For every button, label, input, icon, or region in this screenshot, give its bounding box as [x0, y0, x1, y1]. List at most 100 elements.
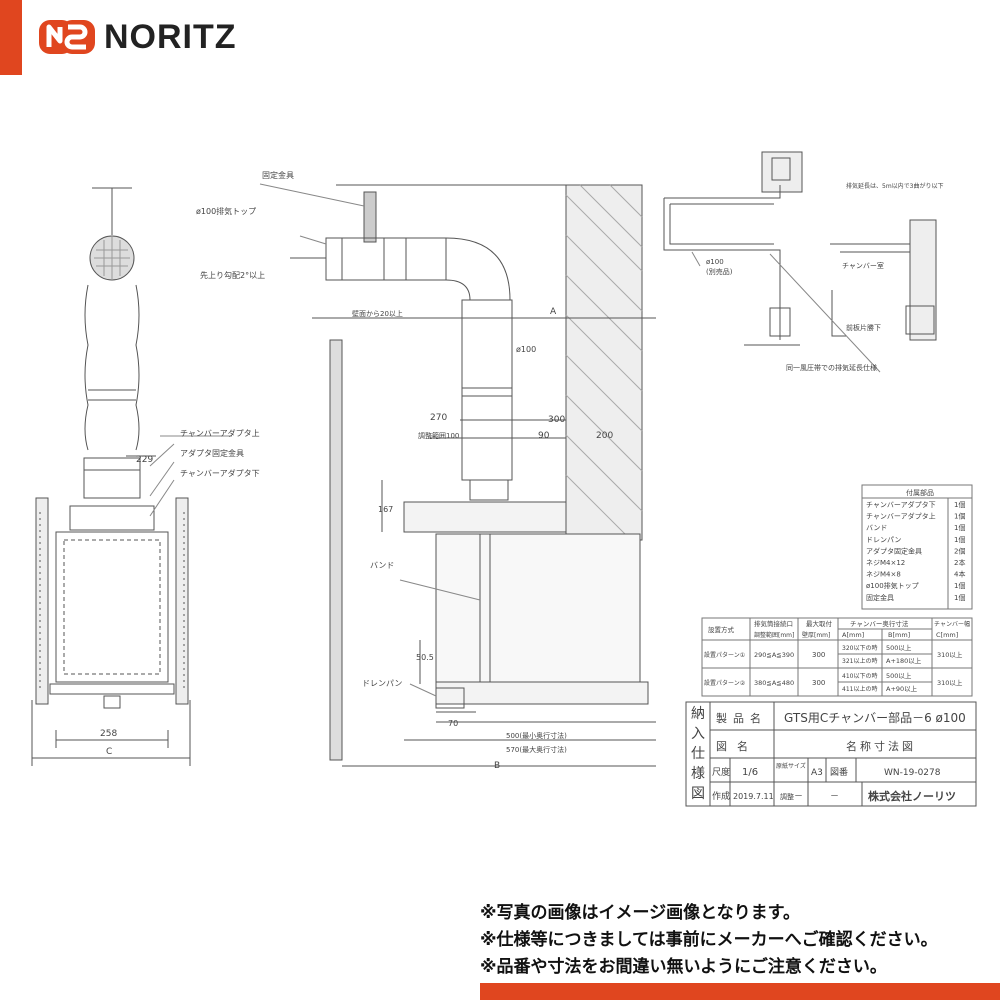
spec-header-range-top: 排気筒接続口: [754, 619, 793, 628]
spec-header-max-top: 最大取付: [806, 619, 833, 628]
parts-row-qty: 1個: [954, 535, 965, 544]
tb-drawing-name-value: 名称寸法図: [846, 739, 916, 753]
spec-row-range: 290≦A≦390: [754, 651, 794, 659]
spec-row-a: 321以上の時: [842, 657, 877, 665]
tb-paper-label: 原紙サイズ: [776, 762, 806, 770]
inset-diagrams: [663, 151, 937, 373]
spec-header-c: C[mm]: [936, 631, 958, 639]
dim-200: 200: [596, 431, 613, 441]
parts-row-name: ネジM4×12: [866, 559, 905, 567]
dim-167: 167: [378, 505, 393, 514]
dim-c: C: [106, 747, 112, 757]
notes: ※写真の画像はイメージ画像となります。 ※仕様等につきましては事前にメーカーへご…: [480, 900, 1000, 981]
dim-258: 258: [100, 729, 117, 739]
spec-row-max: 300: [812, 651, 825, 659]
parts-row-name: チャンバーアダプタ下: [866, 500, 936, 509]
tb-scale-value: 1/6: [742, 767, 758, 778]
inset-separately-sold: (別売品): [706, 267, 733, 276]
spec-row-b: 500以上: [886, 643, 912, 652]
label-wall-20: 壁面から20以上: [352, 309, 403, 318]
tb-scale-label: 尺度: [712, 766, 730, 778]
installation-drawing: チャンバーアダプタ上 アダプタ固定金具 チャンバーアダプタ下 229 258 C…: [31, 151, 977, 807]
tb-check-label: 調整: [780, 792, 794, 801]
inset-chamber-room: チャンバー室: [842, 261, 884, 270]
label-band: バンド: [370, 561, 394, 570]
label-pipe-100: ø100: [516, 345, 536, 354]
tb-dash: －: [830, 792, 839, 802]
tb-made-label: 作成: [712, 790, 730, 802]
note-line: ※仕様等につきましては事前にメーカーへご確認ください。: [480, 930, 938, 950]
spec-row-c: 310以上: [937, 678, 963, 687]
dim-a: A: [550, 307, 557, 317]
spec-header-range-bottom: 調整範囲[mm]: [754, 631, 794, 639]
tb-made-value: 2019.7.11: [733, 792, 774, 801]
noritz-logo: NORITZ: [38, 14, 237, 60]
spec-row-pattern: 設置パターン①: [704, 651, 745, 659]
parts-row-qty: 1個: [954, 593, 965, 602]
parts-row-name: ネジM4×8: [866, 571, 901, 579]
tb-number-label: 図番: [830, 766, 848, 778]
parts-row-name: アダプタ固定金具: [866, 546, 922, 555]
label-fixing-bracket: 固定金具: [262, 170, 294, 180]
tb-side-label-char: 仕: [691, 746, 705, 762]
parts-row-qty: 1個: [954, 581, 965, 590]
dim-500: 500(最小奥行寸法): [506, 731, 567, 740]
dim-300: 300: [548, 415, 565, 425]
spec-row-pattern: 設置パターン②: [704, 679, 746, 687]
spec-header-max-bottom: 壁厚[mm]: [802, 631, 830, 639]
tb-side-label-char: 図: [691, 786, 705, 802]
dim-90: 90: [538, 431, 550, 441]
label-slope: 先上り勾配2°以上: [200, 270, 265, 280]
dim-229: 229: [136, 455, 153, 465]
label-drain: ドレンパン: [362, 679, 402, 688]
spec-header-a: A[mm]: [842, 631, 864, 639]
parts-row-qty: 4本: [954, 570, 965, 579]
parts-row-name: バンド: [866, 524, 887, 532]
label-adapter-bottom: チャンバーアダプタ下: [180, 468, 260, 478]
parts-row-name: ø100排気トップ: [866, 581, 919, 590]
note-line: ※品番や寸法をお間違い無いようにご注意ください。: [480, 957, 887, 977]
tb-drawing-name-label: 図名: [716, 739, 758, 753]
parts-row-qty: 1個: [954, 500, 965, 509]
tb-number-value: WN-19-0278: [884, 768, 941, 778]
parts-row-name: 固定金具: [866, 593, 894, 602]
inset-caption: 同一風圧帯での排気延長仕様: [786, 363, 877, 372]
inset-note: 排気延長は、5m以内で3曲がり以下: [846, 182, 943, 190]
dim-570: 570(最大奥行寸法): [506, 745, 567, 754]
parts-row-qty: 1個: [954, 523, 965, 532]
parts-row-qty: 1個: [954, 512, 965, 521]
inset-downflow: 前板片勝下: [846, 323, 881, 332]
spec-row-a: 411以上の時: [842, 685, 877, 693]
spec-table: 設置方式 排気筒接続口 調整範囲[mm] 最大取付 壁厚[mm] チャンバー奥行…: [701, 617, 973, 697]
dim-50-5: 50.5: [416, 653, 434, 662]
dim-70: 70: [448, 719, 458, 728]
spec-row-a: 410以下の時: [842, 672, 877, 680]
tb-product-value: GTS用Cチャンバー部品－6 ø100: [784, 710, 966, 725]
parts-row-name: チャンバーアダプタ上: [866, 512, 936, 521]
dim-b: B: [494, 761, 500, 771]
spec-header-depth: チャンバー奥行寸法: [850, 619, 909, 628]
tb-check-value: －: [794, 792, 803, 802]
spec-header-b: B[mm]: [888, 631, 910, 639]
front-view: [31, 187, 232, 766]
parts-row-qty: 2個: [954, 546, 965, 555]
label-top-100: ø100排気トップ: [196, 206, 256, 216]
bottom-accent-bar: [480, 983, 1000, 1000]
tb-side-label-char: 様: [691, 766, 705, 782]
dim-270: 270: [430, 413, 447, 423]
note-line: ※写真の画像はイメージ画像となります。: [480, 903, 800, 923]
tb-paper-value: A3: [811, 768, 823, 778]
parts-row-qty: 2本: [954, 558, 965, 567]
parts-table-title: 付属部品: [906, 488, 934, 497]
parts-row-name: ドレンパン: [866, 536, 901, 544]
tb-side-label-char: 納: [691, 706, 705, 722]
label-adapter-top: チャンバーアダプタ上: [180, 428, 260, 438]
spec-header-method: 設置方式: [708, 625, 735, 634]
side-view: [259, 183, 656, 767]
label-adjust-range: 調整範囲100: [418, 431, 459, 440]
spec-row-max: 300: [812, 679, 825, 687]
spec-row-b: 500以上: [886, 671, 912, 680]
spec-row-c: 310以上: [937, 650, 963, 659]
spec-row-range: 380≦A≦480: [754, 679, 794, 687]
